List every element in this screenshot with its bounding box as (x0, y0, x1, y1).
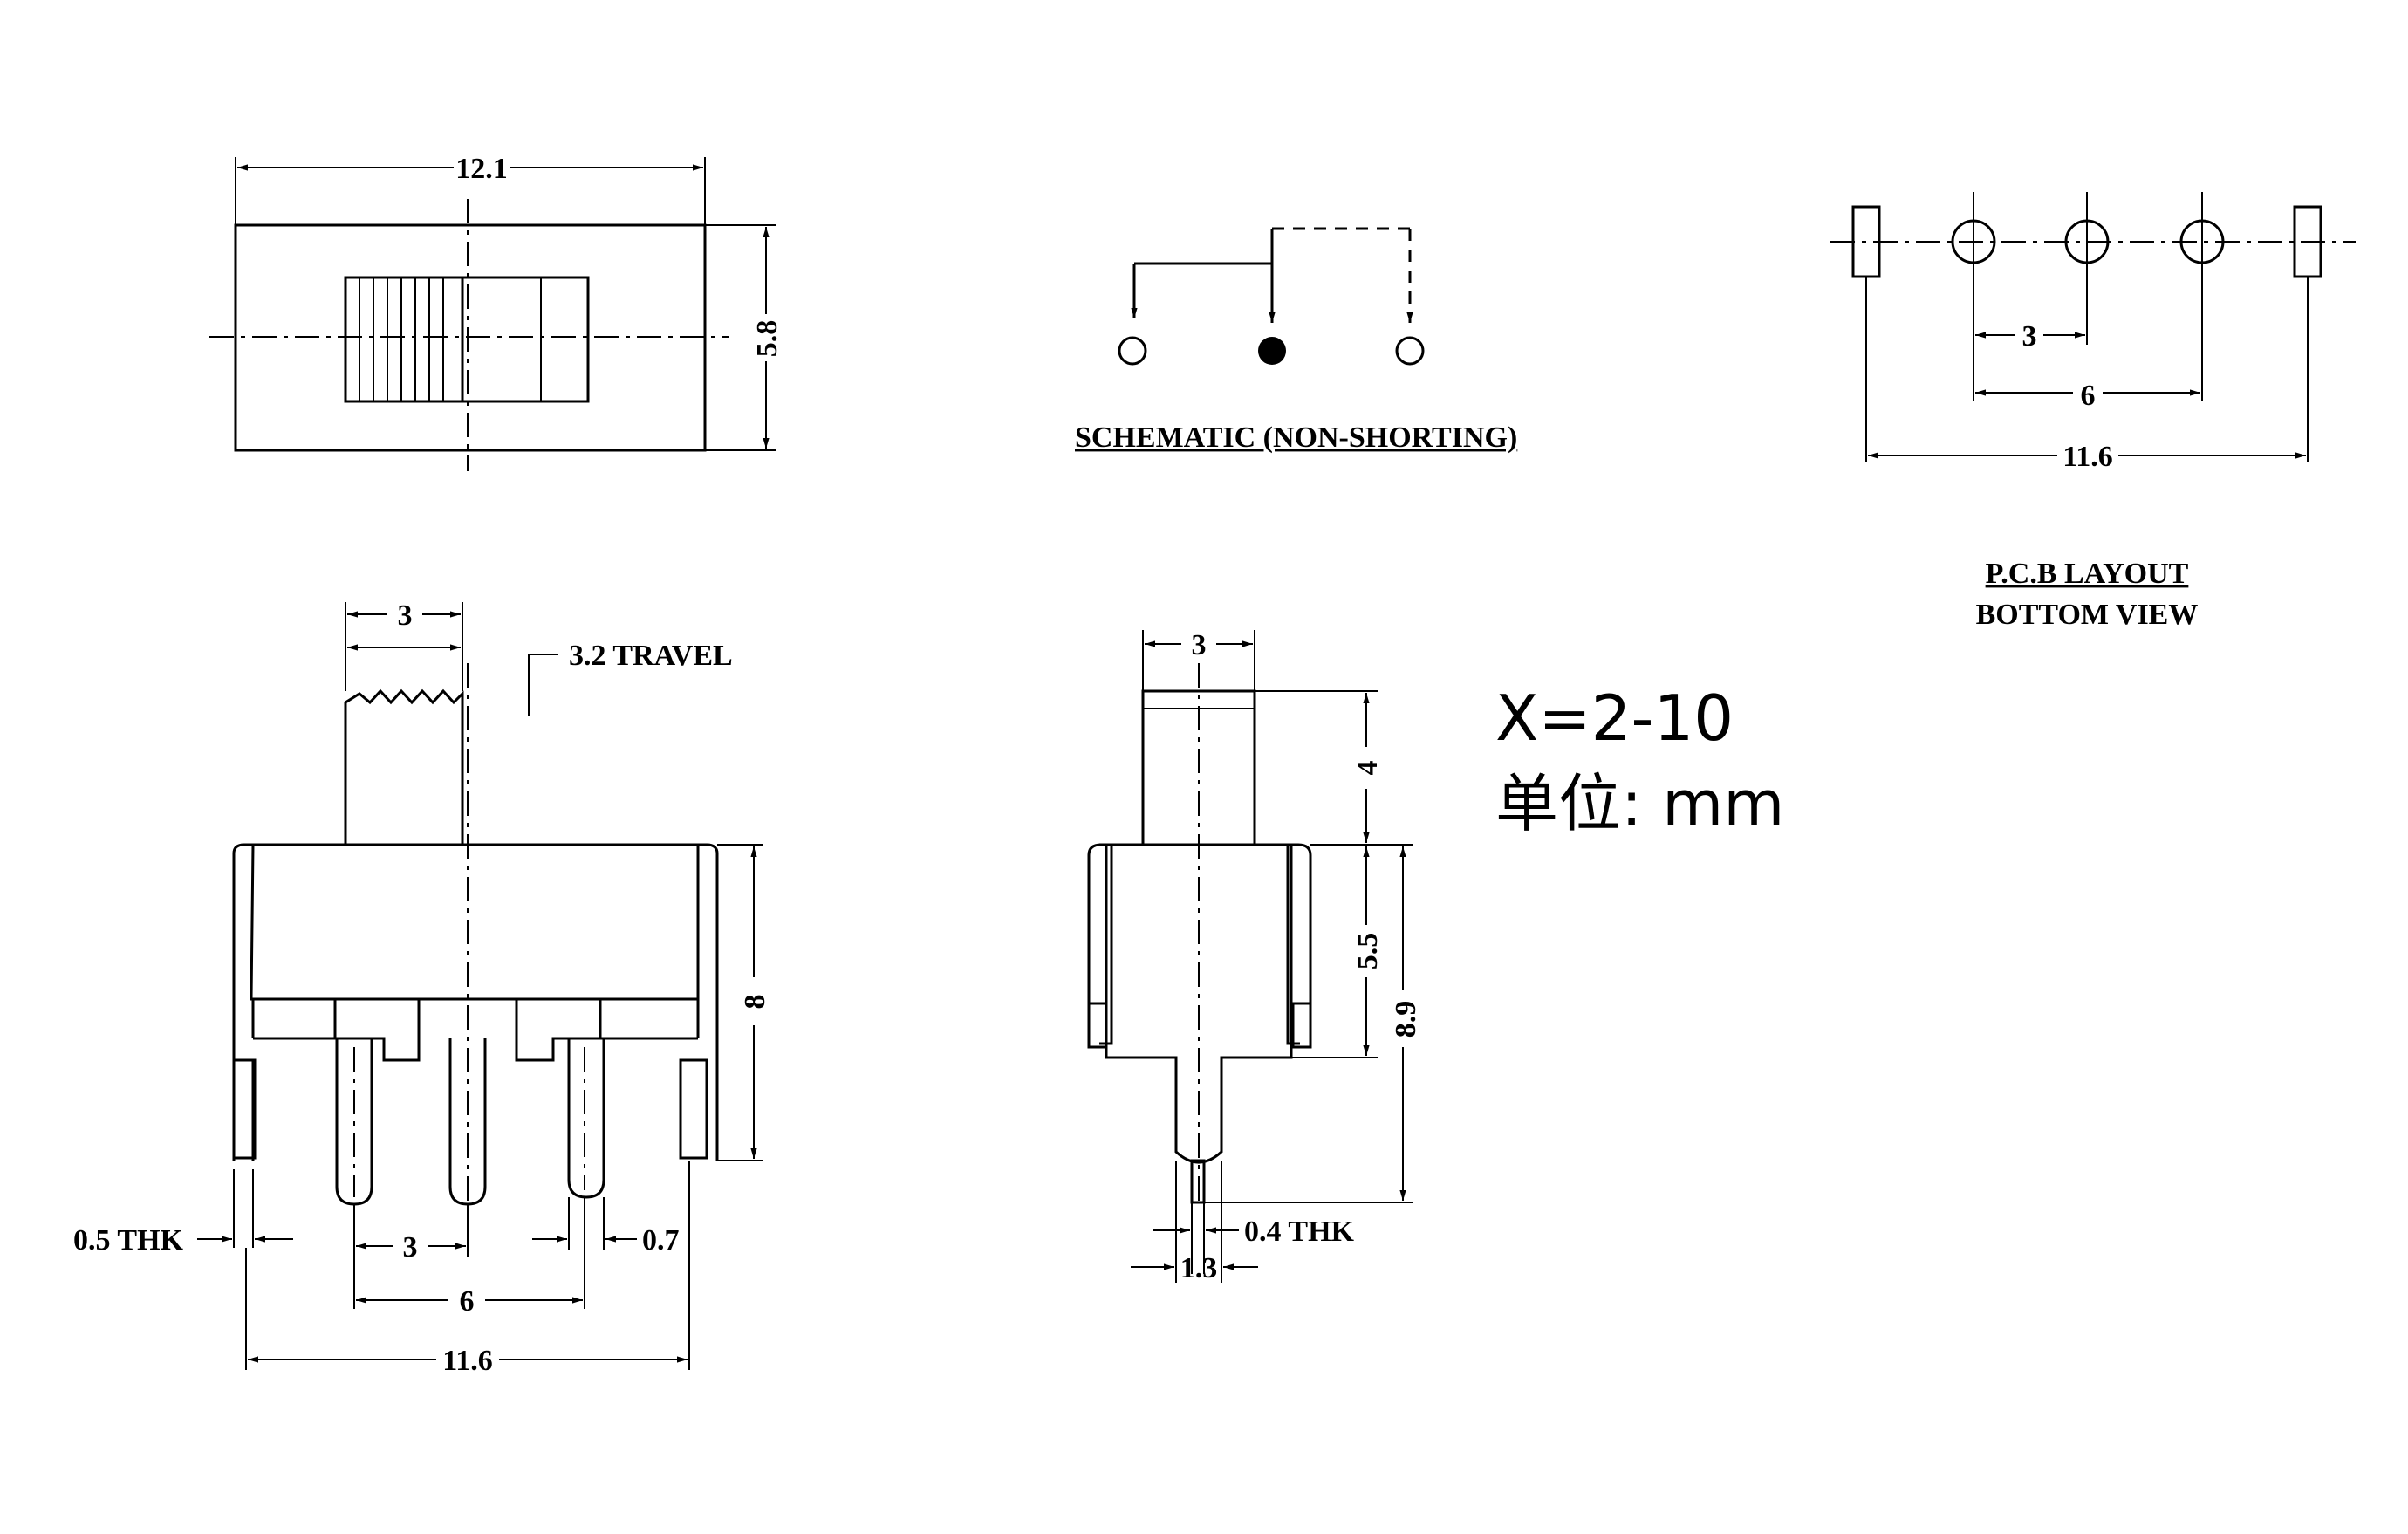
pcb-overall-dim: 11.6 (2063, 441, 2113, 473)
front-left-frame (232, 843, 253, 1161)
front-travel-label: 3.2 TRAVEL (569, 640, 733, 672)
side-body-height-dim: 5.5 (1351, 933, 1384, 970)
top-view: 12.1 5.8 (209, 153, 783, 471)
side-pin (1190, 1159, 1206, 1204)
front-view: 3 3.2 TRAVEL 8 0.5 THK 3 0.7 6 (73, 599, 771, 1377)
front-height-dim: 8 (739, 995, 771, 1010)
pcb-span-dim: 6 (2081, 380, 2096, 412)
top-view-body (234, 223, 707, 452)
variant-note: X=2-10 (1495, 681, 1734, 755)
schematic-terminal-1 (1118, 336, 1147, 366)
front-actuator (344, 688, 464, 845)
front-right-tab (679, 1058, 708, 1160)
side-overall-height-dim: 8.9 (1390, 1001, 1422, 1038)
front-actuator-width-dim: 3 (398, 599, 413, 632)
front-right-frame (698, 843, 719, 1161)
side-right-frame (1286, 843, 1312, 1047)
top-height-dim: 5.8 (751, 320, 783, 358)
front-left-tab (232, 1058, 257, 1160)
front-pin-width-dim: 0.7 (642, 1224, 680, 1257)
side-body (1099, 843, 1293, 1164)
side-pin-thickness-dim: 0.4 THK (1244, 1216, 1355, 1248)
pcb-layout: 3 6 11.6 P.C.B LAYOUT BOTTOM VIEW (1830, 192, 2356, 631)
front-pin-pitch-dim: 3 (403, 1231, 418, 1263)
side-pin-spacing-dim: 1.3 (1180, 1252, 1218, 1284)
schematic-terminal-3 (1395, 336, 1425, 366)
unit-note: 单位: mm (1495, 767, 1784, 840)
pcb-title-line2: BOTTOM VIEW (1976, 599, 2199, 631)
side-left-frame (1087, 843, 1113, 1047)
schematic: SCHEMATIC (NON-SHORTING) (1075, 227, 1517, 454)
side-actuator (1141, 689, 1256, 845)
side-actuator-width-dim: 3 (1192, 629, 1207, 661)
pcb-title-line1: P.C.B LAYOUT (1986, 558, 2189, 590)
notes: X=2-10 单位: mm (1495, 681, 1784, 840)
front-body (250, 843, 700, 1001)
front-overall-width-dim: 11.6 (442, 1345, 493, 1377)
top-width-dim: 12.1 (455, 153, 508, 185)
side-view: 3 4 5.5 8.9 0.4 THK 1.3 (1087, 629, 1422, 1284)
front-pin-span-dim: 6 (460, 1285, 475, 1318)
side-actuator-height-dim: 4 (1351, 761, 1384, 776)
schematic-title: SCHEMATIC (NON-SHORTING) (1075, 421, 1517, 454)
knob-ridges (359, 277, 444, 401)
schematic-common-terminal (1258, 337, 1286, 365)
front-pin-3 (567, 1038, 605, 1199)
front-tab-thickness-dim: 0.5 THK (73, 1224, 184, 1257)
top-view-knob-grip (344, 276, 464, 403)
pcb-pitch-dim: 3 (2022, 320, 2037, 353)
